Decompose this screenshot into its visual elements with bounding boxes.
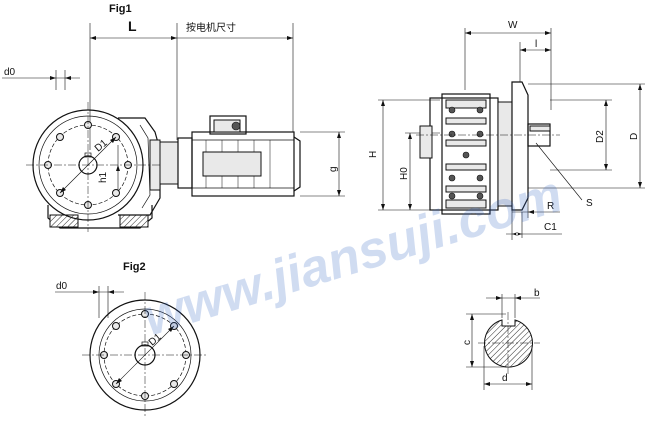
mounting-foot-left	[49, 214, 79, 228]
dim-d0-label: d0	[4, 67, 16, 78]
dimension-l: l	[519, 39, 551, 82]
dimension-R: R	[511, 198, 560, 240]
motor-adapter	[159, 141, 179, 185]
fan-cover	[293, 136, 301, 192]
dimension-motor: 按电机尺寸	[177, 21, 294, 132]
fig2-flange-view: Fig2 d0 D1	[55, 261, 208, 418]
watermark-text: www.jiansuji.com	[137, 165, 569, 347]
motor-size-note: 按电机尺寸	[186, 21, 236, 34]
dimension-W: W	[464, 20, 552, 110]
dimension-g: g	[300, 131, 345, 197]
motor-nameplate	[202, 151, 262, 177]
dim-l-label: l	[535, 39, 537, 50]
shaft-section-view: b c d	[462, 288, 540, 390]
fig2-title: Fig2	[123, 261, 146, 273]
dimension-D2: D2	[550, 99, 612, 171]
dimension-L: L	[89, 18, 178, 150]
dimension-S: S	[535, 142, 593, 209]
side-cover	[419, 125, 433, 159]
dimension-d0: d0	[2, 67, 80, 90]
dim-C1-label: C1	[544, 222, 557, 233]
dim-D-label: D	[629, 133, 640, 140]
dimension-C1: C1	[506, 212, 562, 238]
dim-R-label: R	[547, 201, 554, 212]
fig2-dim-d0-label: d0	[56, 281, 68, 292]
fig1-gear-motor-view: Fig1 L 按电机尺寸 d0	[2, 3, 345, 232]
fig1-title: Fig1	[109, 3, 132, 15]
dimension-b: b	[486, 288, 540, 318]
electric-motor	[191, 115, 301, 197]
side-view: W l H H0	[368, 20, 645, 240]
dim-H0-label: H0	[399, 167, 410, 180]
dimension-c: c	[462, 313, 506, 368]
dim-h1-label: h1	[98, 171, 109, 183]
housing-ribs	[445, 99, 487, 209]
dim-c-label: c	[462, 340, 473, 345]
flange-base	[47, 205, 153, 229]
cable-gland-icon	[231, 121, 241, 131]
dim-L-label: L	[128, 18, 137, 34]
motor-body	[191, 131, 295, 197]
dim-d-label: d	[502, 373, 508, 384]
dimension-d: d	[483, 346, 533, 390]
dim-W-label: W	[508, 20, 518, 31]
fig2-dimension-d0: d0	[55, 281, 124, 318]
shaft-section-hatched	[484, 319, 533, 368]
terminal-box	[209, 115, 247, 135]
bolt-heads	[448, 106, 484, 200]
mounting-foot-right	[119, 214, 149, 228]
dim-D1-label: D1	[93, 137, 110, 154]
dimension-D: D	[528, 83, 645, 189]
dim-g-label: g	[328, 166, 339, 172]
dim-D2-label: D2	[595, 130, 606, 143]
dim-H-label: H	[368, 151, 379, 158]
dim-b-label: b	[534, 288, 540, 299]
dim-S-label: S	[586, 198, 593, 209]
